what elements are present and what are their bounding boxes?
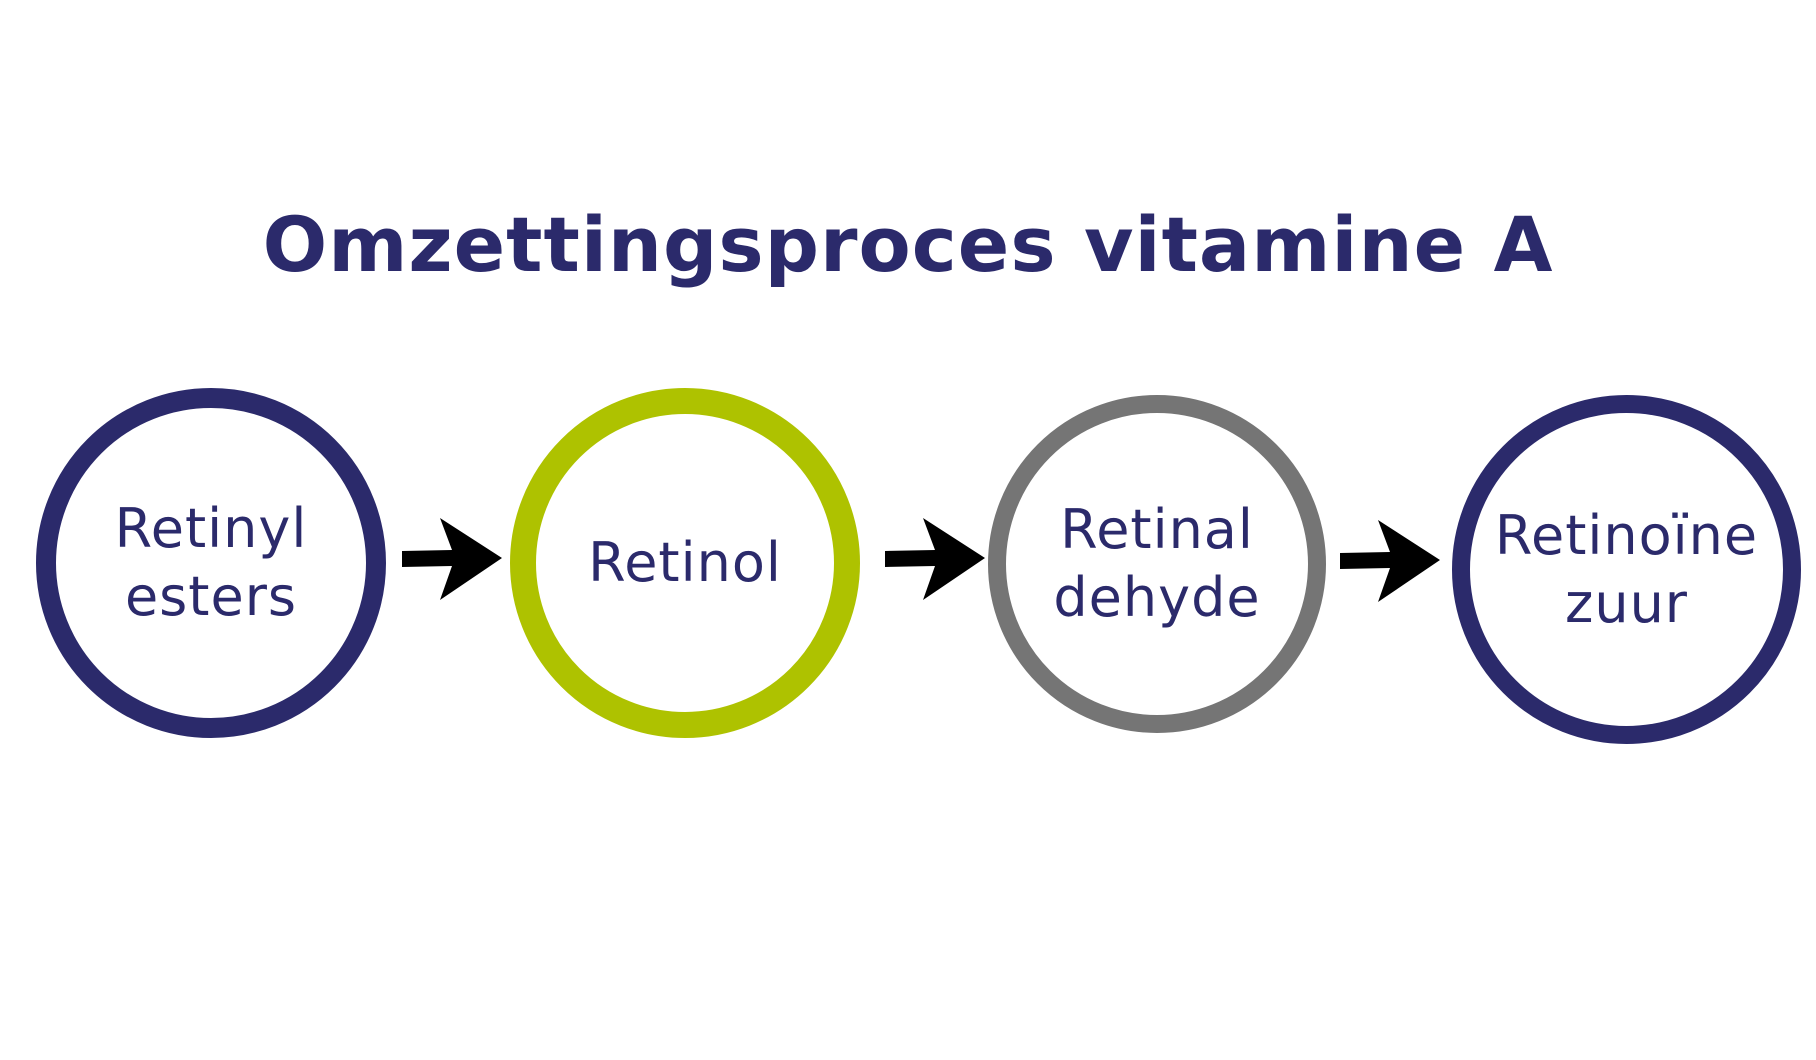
- node-label-line-2: esters: [124, 565, 298, 628]
- node-label-line-1: Retinoïne: [1494, 503, 1759, 567]
- arrow-right-icon: [1340, 520, 1440, 610]
- arrow-right-icon: [402, 518, 502, 608]
- node-label: Retinyl esters: [115, 495, 308, 631]
- node-label-line-2: dehyde: [1053, 566, 1261, 629]
- node-label-line-1: Retinol: [588, 531, 782, 594]
- node-retinyl-esters: Retinyl esters: [36, 388, 386, 738]
- node-retinol: Retinol: [510, 388, 860, 738]
- node-label: Retinoïne zuur: [1495, 502, 1758, 638]
- page-title: Omzettingsproces vitamine A: [262, 200, 1554, 289]
- node-label-line-2: zuur: [1565, 571, 1688, 635]
- arrow-right-icon: [885, 518, 985, 608]
- node-label-line-1: Retinyl: [114, 497, 308, 560]
- node-label: Retinal dehyde: [1053, 496, 1260, 632]
- node-retinaldehyde: Retinal dehyde: [988, 395, 1326, 733]
- node-label: Retinol: [588, 529, 782, 597]
- node-label-line-1: Retinal: [1060, 498, 1254, 561]
- node-retinoine-zuur: Retinoïne zuur: [1452, 395, 1801, 744]
